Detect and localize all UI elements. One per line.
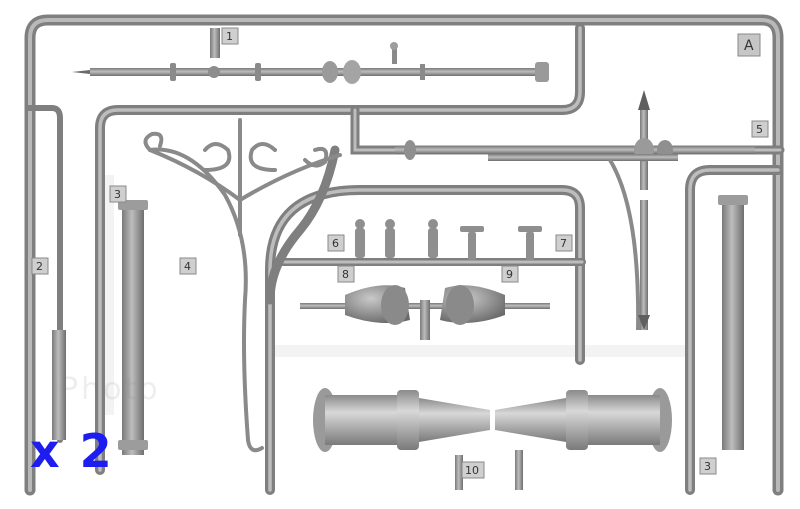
tag-2: 2 xyxy=(31,257,49,275)
part-10-barrels xyxy=(313,388,672,490)
part-tags: 1 2 3 4 5 6 7 8 9 10 3 xyxy=(31,27,769,479)
tag-7: 7 xyxy=(555,234,573,252)
svg-text:10: 10 xyxy=(465,464,479,477)
svg-text:7: 7 xyxy=(560,237,567,250)
tag-8: 8 xyxy=(337,265,355,283)
svg-text:8: 8 xyxy=(342,268,349,281)
tag-4: 4 xyxy=(179,257,197,275)
svg-text:9: 9 xyxy=(506,268,513,281)
small-fittings xyxy=(355,219,542,260)
inner-runner xyxy=(25,23,785,495)
tag-3: 3 xyxy=(109,185,127,203)
svg-text:2: 2 xyxy=(36,260,43,273)
tag-10: 10 xyxy=(461,461,485,479)
svg-text:1: 1 xyxy=(226,30,233,43)
part-3b-post xyxy=(608,158,748,450)
tag-6: 6 xyxy=(327,234,345,252)
multiplier-label: x 2 xyxy=(30,424,114,478)
part-3-post xyxy=(52,200,148,455)
svg-text:6: 6 xyxy=(332,237,339,250)
svg-text:5: 5 xyxy=(756,123,763,136)
tag-5: 5 xyxy=(751,120,769,138)
outer-runner xyxy=(24,14,784,496)
watermark-text: Photo xyxy=(60,372,161,407)
sprue-letter-tag: A xyxy=(737,33,761,57)
part-5-rod xyxy=(395,90,755,190)
tag-9: 9 xyxy=(501,265,519,283)
svg-text:4: 4 xyxy=(184,260,191,273)
tag-1: 1 xyxy=(221,27,239,45)
svg-text:3: 3 xyxy=(114,188,121,201)
svg-text:A: A xyxy=(744,38,754,54)
tag-3b: 3 xyxy=(699,457,717,475)
scroll-bracket xyxy=(143,118,342,453)
svg-text:3: 3 xyxy=(704,460,711,473)
lamp-domes xyxy=(300,285,550,340)
part-1-rod xyxy=(72,28,549,84)
